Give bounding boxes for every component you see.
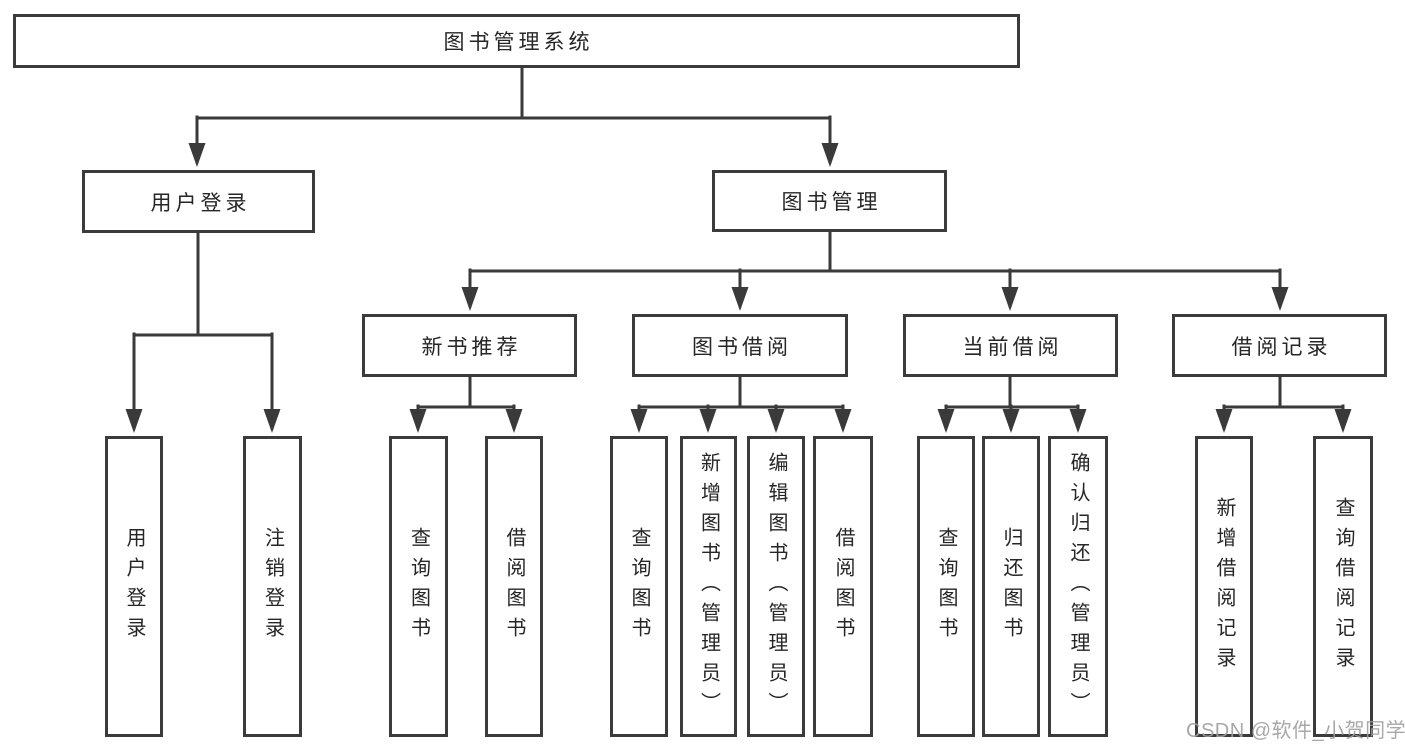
node-label: 新书推荐	[421, 335, 522, 359]
node-book-management: 图书管理	[712, 170, 947, 232]
leaf-return-book: 归还图书	[982, 436, 1040, 737]
node-label: 借阅记录	[1231, 335, 1332, 359]
node-new-book-recommendation: 新书推荐	[362, 314, 577, 377]
node-label: 用户登录	[123, 526, 145, 647]
node-library-management-system: 图书管理系统	[13, 14, 1020, 68]
node-label: 查询借阅记录	[1332, 496, 1354, 677]
leaf-query-borrow-record: 查询借阅记录	[1313, 436, 1373, 737]
node-borrowing-records: 借阅记录	[1172, 314, 1387, 377]
csdn-watermark: CSDN @软件_小贺同学	[1186, 720, 1405, 742]
leaf-add-borrow-record: 新增借阅记录	[1195, 436, 1253, 737]
node-label: 查询图书	[407, 526, 430, 647]
node-label: 确认归还（管理员）	[1067, 451, 1089, 722]
leaf-user-login: 用户登录	[105, 436, 163, 737]
node-label: 新增借阅记录	[1213, 496, 1235, 677]
leaf-query-books-current: 查询图书	[917, 436, 975, 737]
node-current-borrowing: 当前借阅	[903, 314, 1118, 377]
leaf-edit-book-admin: 编辑图书（管理员）	[747, 436, 805, 737]
leaf-add-book-admin: 新增图书（管理员）	[680, 436, 737, 737]
node-label: 注销登录	[261, 526, 284, 647]
leaf-confirm-return-admin: 确认归还（管理员）	[1048, 436, 1108, 737]
node-label: 图书借阅	[692, 335, 792, 359]
node-label: 当前借阅	[962, 335, 1063, 359]
node-label: 用户登录	[150, 191, 251, 215]
leaf-logout: 注销登录	[243, 436, 302, 737]
node-user-login: 用户登录	[82, 170, 315, 233]
node-label: 查询图书	[628, 526, 650, 647]
node-label: 查询图书	[935, 526, 957, 647]
node-label: 编辑图书（管理员）	[765, 451, 787, 722]
node-label: 归还图书	[1000, 526, 1022, 647]
node-label: 借阅图书	[503, 526, 525, 647]
leaf-borrow-books-recommend: 借阅图书	[485, 436, 543, 737]
leaf-query-books-recommend: 查询图书	[389, 436, 448, 737]
node-book-borrowing: 图书借阅	[632, 314, 848, 377]
leaf-borrow-books-borrowing: 借阅图书	[813, 436, 873, 737]
node-label: 图书管理	[781, 191, 882, 214]
node-label: 图书管理系统	[443, 31, 594, 54]
node-label: 借阅图书	[832, 526, 854, 647]
leaf-query-books-borrowing: 查询图书	[610, 436, 668, 737]
node-label: 新增图书（管理员）	[697, 451, 720, 722]
